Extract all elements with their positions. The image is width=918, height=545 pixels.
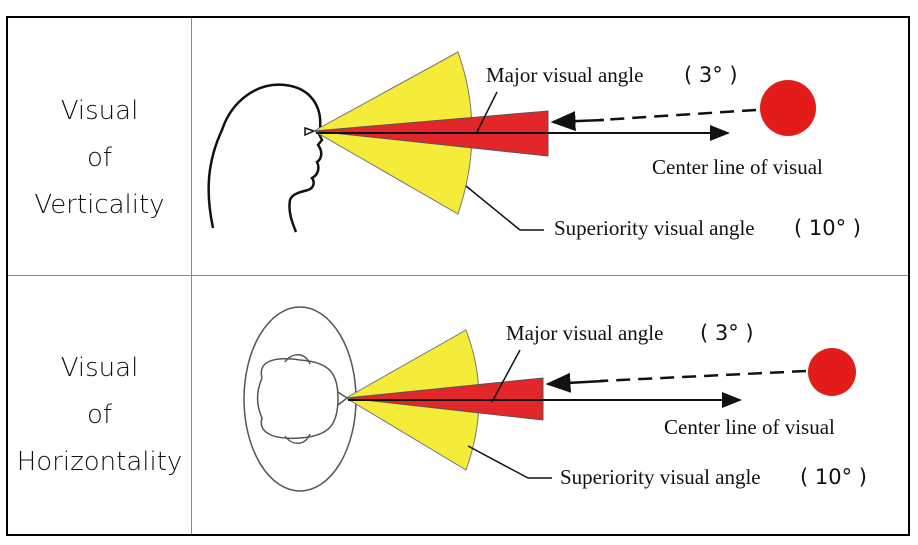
horizontality-diagram: Major visual angle ( 3° ) Center line of… — [243, 306, 867, 492]
major-angle-label: Major visual angle — [486, 63, 643, 87]
major-angle-value: ( 3° ) — [684, 63, 738, 87]
major-angle-value: ( 3° ) — [700, 321, 754, 345]
label-line: Verticality — [34, 190, 165, 220]
major-leader-line — [475, 91, 498, 135]
label-line: of — [86, 143, 113, 173]
dashed-sight-line — [599, 369, 807, 383]
center-line-label: Center line of visual — [664, 415, 835, 439]
column-divider — [191, 18, 192, 534]
label-line: Horizontality — [16, 447, 183, 477]
row-label-verticality: Visual of Verticality — [8, 88, 191, 229]
superiority-leader-line — [467, 445, 529, 479]
major-leader-line — [491, 349, 521, 403]
label-line: of — [86, 400, 113, 430]
major-angle-label: Major visual angle — [506, 321, 663, 345]
superiority-leader-line — [465, 185, 521, 231]
target-dot — [808, 348, 856, 396]
label-line: Visual — [60, 353, 139, 383]
superiority-angle-value: ( 10° ) — [800, 465, 867, 489]
verticality-diagram: Major visual angle ( 3° ) Center line of… — [207, 51, 861, 240]
superiority-angle-value: ( 10° ) — [794, 216, 861, 240]
center-line-label: Center line of visual — [652, 155, 823, 179]
diagram-frame: Visual of Verticality Visual of Horizont… — [6, 16, 910, 536]
row-divider — [8, 275, 908, 276]
dashed-sight-line — [599, 108, 757, 122]
label-line: Visual — [60, 96, 139, 126]
sight-arrow — [545, 372, 605, 393]
sight-arrow — [550, 111, 605, 132]
superiority-angle-label: Superiority visual angle — [560, 465, 761, 489]
target-dot — [760, 80, 816, 136]
superiority-angle-label: Superiority visual angle — [554, 216, 755, 240]
row-label-horizontality: Visual of Horizontality — [8, 345, 191, 486]
head-top-view-icon — [243, 306, 357, 492]
eye-icon — [304, 126, 317, 137]
head-profile-icon — [207, 83, 324, 233]
